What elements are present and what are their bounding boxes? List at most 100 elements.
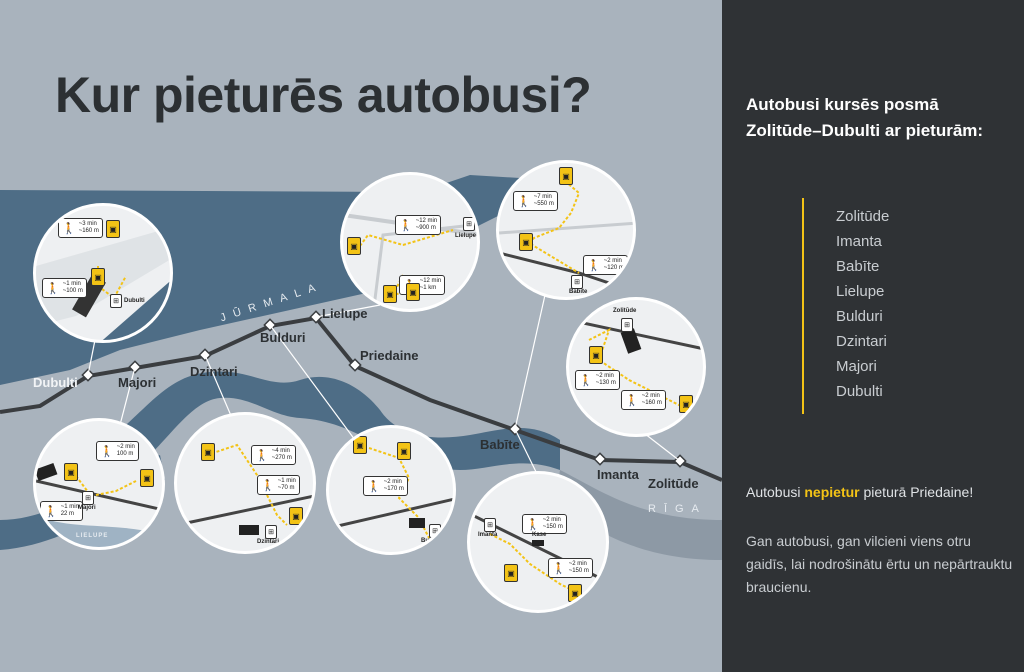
station-label-priedaine: Priedaine	[360, 348, 419, 363]
inset-station-name: Babīte	[569, 289, 588, 295]
watermark-riga: RĪGA	[648, 503, 707, 515]
walk-info-2: 🚶~1 min~70 m	[257, 475, 300, 495]
pedestrian-icon: 🚶	[62, 222, 76, 235]
pedestrian-icon: 🚶	[261, 479, 275, 492]
bus-stop-icon: ▣	[347, 237, 361, 255]
inset-station-name: Bulduri	[421, 538, 442, 544]
station-label-dzintari: Dzintari	[190, 364, 238, 379]
pedestrian-icon: 🚶	[526, 518, 540, 531]
walk-info-2: 🚶~2 min~120 m	[583, 255, 628, 275]
bus-stop-icon: ▣	[91, 268, 105, 286]
pedestrian-icon: 🚶	[517, 195, 531, 208]
priedaine-notice: Autobusi nepietur pieturā Priedaine!	[746, 484, 974, 500]
inset-station-name: Majori	[78, 505, 96, 511]
river-lielupe	[120, 371, 560, 470]
pedestrian-icon: 🚶	[46, 282, 60, 295]
train-icon: ⊞	[82, 491, 94, 505]
bus-stop-icon: ▣	[353, 436, 367, 454]
bus-stop-icon: ▣	[289, 507, 303, 525]
train-icon: ⊞	[571, 275, 583, 289]
train-icon: ⊞	[621, 318, 633, 332]
station-marker-priedaine	[348, 358, 362, 372]
inset-station-name: Dubulti	[124, 298, 145, 304]
inset-bulduri: 🚶~2 min~170 m ▣ ▣ ⊞ Bulduri	[326, 425, 456, 555]
inset-river-label: LIELUPE	[76, 533, 109, 539]
walk-info-1: 🚶~4 min~270 m	[251, 445, 296, 465]
stops-list: Zolitūde Imanta Babīte Lielupe Bulduri D…	[802, 198, 889, 414]
station-label-lielupe: Lielupe	[322, 306, 368, 321]
train-icon: ⊞	[110, 294, 122, 308]
walk-info-2: 🚶~2 min~150 m	[548, 558, 593, 578]
inset-zolitude: 🚶~2 min~130 m 🚶~2 min~160 m ▣ ▣ ⊞ Zolitū…	[566, 297, 706, 437]
info-panel: Autobusi kursēs posmā Zolitūde–Dubulti a…	[722, 0, 1024, 672]
inset-dubulti: 🚶~3 min~160 m 🚶~1 min~100 m ▣ ▣ ⊞ Dubult…	[33, 203, 173, 343]
station-label-dubulti: Dubulti	[33, 375, 78, 390]
pedestrian-icon: 🚶	[552, 562, 566, 575]
stop-item: Majori	[836, 358, 877, 375]
bus-stop-icon: ▣	[679, 395, 693, 413]
river-daugava	[555, 470, 722, 560]
station-label-babite: Babīte	[480, 437, 520, 452]
station-label-majori: Majori	[118, 375, 157, 390]
walk-info-1: 🚶~12 min~900 m	[395, 215, 442, 235]
inset-station-name: Lielupe	[455, 233, 477, 239]
train-icon: ⊞	[484, 518, 496, 532]
pedestrian-icon: 🚶	[579, 374, 593, 387]
panel-heading: Autobusi kursēs posmā Zolitūde–Dubulti a…	[746, 95, 984, 140]
walk-info-1: 🚶~7 min~550 m	[513, 191, 558, 211]
inset-station-name: Imanta	[478, 532, 498, 538]
connection-note: Gan autobusi, gan vilcieni viens otru ga…	[746, 533, 1013, 595]
bus-stop-icon: ▣	[589, 346, 603, 364]
stop-item: Zolitūde	[836, 208, 890, 225]
inset-babite: 🚶~7 min~550 m 🚶~2 min~120 m ▣ ▣ ⊞ Babīte	[496, 160, 636, 300]
pedestrian-icon: 🚶	[399, 219, 413, 232]
inset-lielupe: 🚶~12 min~900 m 🚶~12 min~1 km ▣ ▣ ▣ ⊞ Lie…	[340, 172, 480, 312]
station-marker-imanta	[593, 452, 607, 466]
bus-stop-icon: ▣	[64, 463, 78, 481]
bus-stop-icon: ▣	[106, 220, 120, 238]
page-title: Kur pieturēs autobusi?	[55, 67, 592, 123]
map-area: Kur pieturēs autobusi? JŪRMALA RĪGA Dubu…	[0, 67, 722, 613]
bus-stop-icon: ▣	[519, 233, 533, 251]
station-label-imanta: Imanta	[597, 467, 639, 482]
train-icon: ⊞	[429, 524, 441, 538]
stop-item: Dubulti	[836, 383, 883, 400]
station-label-bulduri: Bulduri	[260, 330, 306, 345]
stop-item: Bulduri	[836, 308, 883, 325]
pedestrian-icon: 🚶	[625, 394, 639, 407]
walk-info-1: 🚶~2 min~150 m	[522, 514, 567, 534]
inset-dzintari: 🚶~4 min~270 m 🚶~1 min~70 m ▣ ▣ ⊞ Dzintar…	[174, 412, 316, 554]
walk-info-2: 🚶~2 min~160 m	[621, 390, 666, 410]
bus-stop-icon: ▣	[383, 285, 397, 303]
inset-station-name: Dzintari	[257, 539, 280, 545]
walk-info-1: 🚶~3 min~160 m	[58, 218, 103, 238]
pedestrian-icon: 🚶	[44, 505, 58, 518]
walk-info-2: 🚶~1 min~100 m	[42, 278, 87, 298]
stop-item: Imanta	[836, 233, 882, 250]
pedestrian-icon: 🚶	[100, 445, 114, 458]
inset-station-name: Zolitūde	[613, 308, 637, 314]
stop-item: Lielupe	[836, 283, 885, 300]
inset-imanta: 🚶~2 min~150 m 🚶~2 min~150 m ▣ ▣ ⊞ Imanta…	[467, 471, 609, 613]
bus-stop-icon: ▣	[406, 283, 420, 301]
station-label-zolitude: Zolitūde	[648, 476, 699, 491]
inset-place-label: Kase	[532, 532, 547, 538]
stop-item: Dzintari	[836, 333, 887, 350]
bus-stop-icon: ▣	[140, 469, 154, 487]
bus-stop-icon: ▣	[559, 167, 573, 185]
bus-stop-icon: ▣	[201, 443, 215, 461]
pedestrian-icon: 🚶	[255, 449, 269, 462]
walk-info-1: 🚶~2 min~170 m	[363, 476, 408, 496]
stop-item: Babīte	[836, 258, 880, 275]
bus-stop-icon: ▣	[504, 564, 518, 582]
train-icon: ⊞	[463, 217, 475, 231]
bus-stop-icon: ▣	[568, 584, 582, 602]
pedestrian-icon: 🚶	[587, 259, 601, 272]
bus-stop-icon: ▣	[397, 442, 411, 460]
pedestrian-icon: 🚶	[367, 480, 381, 493]
train-icon: ⊞	[265, 525, 277, 539]
walk-info-1: 🚶~2 min~130 m	[575, 370, 620, 390]
